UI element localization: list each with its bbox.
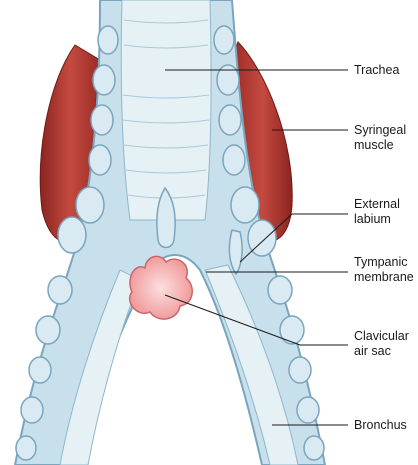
label-syringeal-muscle: Syringeal muscle [354, 123, 406, 153]
label-bronchus: Bronchus [354, 418, 407, 433]
label-tympanic-membrane: Tympanic membrane [354, 255, 414, 285]
label-external-labium: External labium [354, 197, 400, 227]
label-clavicular-air-sac: Clavicular air sac [354, 329, 409, 359]
trachea-lumen [121, 0, 211, 220]
label-trachea: Trachea [354, 63, 399, 78]
